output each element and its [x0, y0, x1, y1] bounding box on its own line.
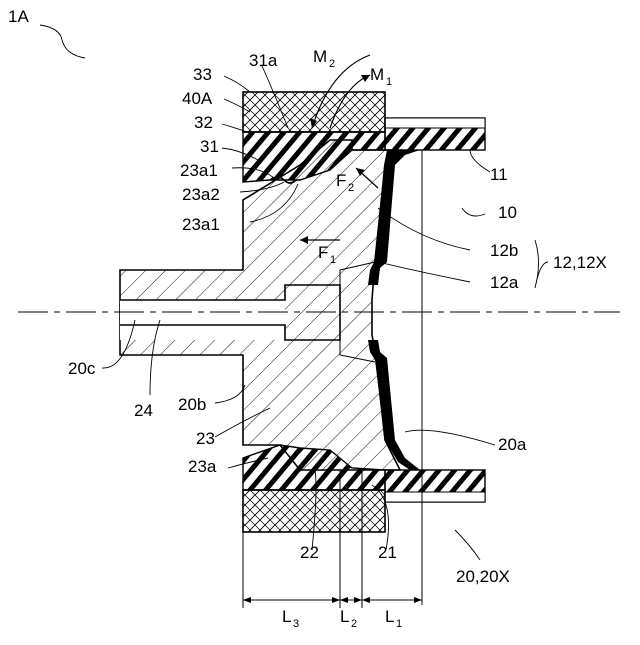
label-32: 32	[194, 113, 213, 132]
label-L1: L	[385, 607, 394, 626]
pipe-wall-upper-bg	[385, 118, 485, 128]
label-F1-sub: 1	[330, 254, 336, 266]
label-L2: L	[340, 607, 349, 626]
label-12-group: 12,12X	[553, 253, 607, 272]
label-12b: 12b	[490, 241, 518, 260]
label-F2: F	[336, 171, 346, 190]
label-L2-sub: 2	[351, 618, 357, 630]
label-33: 33	[193, 65, 212, 84]
label-40A: 40A	[182, 89, 213, 108]
label-23a: 23a	[188, 457, 217, 476]
label-M1-sub: 1	[386, 76, 392, 88]
label-L3: L	[282, 607, 291, 626]
label-23a1-bottom: 23a1	[182, 215, 220, 234]
label-11: 11	[490, 165, 508, 184]
label-20-group: 20,20X	[456, 567, 510, 586]
label-24: 24	[134, 401, 153, 420]
bore-24	[120, 300, 285, 340]
label-M2-sub: 2	[329, 58, 335, 70]
label-M2: M	[313, 47, 327, 66]
label-23: 23	[196, 429, 215, 448]
figure-title: 1A	[8, 7, 29, 26]
label-23a2: 23a2	[182, 185, 220, 204]
label-F1: F	[318, 243, 328, 262]
label-20b: 20b	[178, 395, 206, 414]
sleeve-33-upper	[243, 92, 385, 132]
label-12a: 12a	[490, 273, 519, 292]
label-31: 31	[200, 137, 219, 156]
label-10: 10	[498, 203, 517, 222]
label-21: 21	[378, 543, 397, 562]
label-20c: 20c	[68, 359, 96, 378]
label-L3-sub: 3	[293, 618, 299, 630]
pipe-wall-lower-bg	[385, 492, 485, 502]
label-L1-sub: 1	[396, 618, 402, 630]
label-31a: 31a	[249, 51, 278, 70]
label-M1: M	[370, 65, 384, 84]
label-F2-sub: 2	[348, 182, 354, 194]
label-22: 22	[300, 543, 319, 562]
label-23a1-top: 23a1	[180, 161, 218, 180]
label-20a: 20a	[498, 435, 527, 454]
